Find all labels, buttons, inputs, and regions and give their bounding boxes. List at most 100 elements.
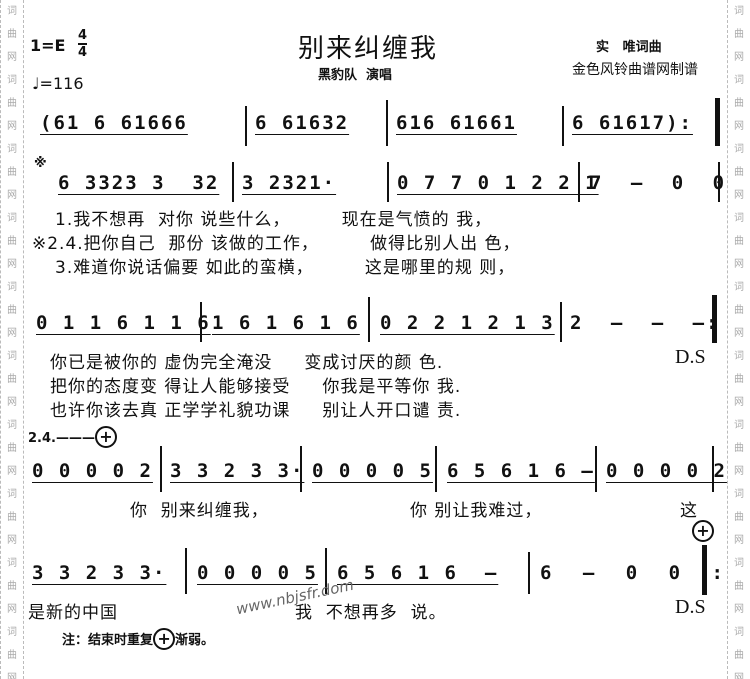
measure: 0 2 2 1 2 1 3 — [380, 312, 555, 334]
segno-mark: ※ — [34, 156, 47, 171]
measure: 616 61661 — [396, 112, 517, 134]
watermark-char: 词 — [7, 351, 17, 362]
lyric-line: 1.我不想再 对你 说些什么， 现在是气愤的 我， — [55, 210, 493, 230]
watermark-char: 网 — [7, 52, 17, 63]
ending-bracket: 2.4.———+ — [28, 426, 117, 448]
watermark-char: 词 — [734, 351, 744, 362]
watermark-char: 曲 — [7, 581, 17, 592]
watermark-char: 词 — [734, 75, 744, 86]
watermark-char: 词 — [734, 282, 744, 293]
lyric-line: 这 — [680, 501, 698, 521]
maker: 金色风铃曲谱网制谱 — [572, 62, 698, 78]
watermark-left: 词曲网词曲网词曲网词曲网词曲网词曲网词曲网词曲网词曲网词曲网 — [0, 0, 24, 679]
key-signature: 1=E — [30, 36, 66, 55]
page-title: 别来纠缠我 — [298, 34, 439, 64]
coda-icon: + — [153, 628, 176, 650]
watermark-char: 曲 — [734, 29, 744, 40]
measure: 6 – 0 0 : — [540, 562, 725, 584]
watermark-char: 网 — [734, 190, 744, 201]
watermark-char: 曲 — [7, 98, 17, 109]
measure: 0 1 1 6 1 1 6 — [36, 312, 211, 334]
watermark-char: 网 — [734, 466, 744, 477]
watermark-char: 网 — [7, 466, 17, 477]
watermark-char: 曲 — [7, 167, 17, 178]
watermark-char: 网 — [734, 121, 744, 132]
measure: 0 0 0 0 5 — [197, 562, 318, 584]
watermark-char: 网 — [734, 52, 744, 63]
measure: 6 5 6 1 6 – — [447, 460, 595, 482]
watermark-char: 曲 — [7, 512, 17, 523]
watermark-char: 网 — [734, 397, 744, 408]
measure: 6 3323 3 32 — [58, 172, 220, 194]
watermark-char: 词 — [734, 627, 744, 638]
watermark-char: 网 — [734, 673, 744, 679]
watermark-char: 网 — [7, 121, 17, 132]
watermark-char: 网 — [7, 190, 17, 201]
watermark-char: 曲 — [734, 512, 744, 523]
lyric-line: 3.难道你说话偏要 如此的蛮横， 这是哪里的规 则， — [55, 258, 516, 278]
measure: 2 – – –: — [570, 312, 720, 334]
measure: 0 0 0 0 2 — [606, 460, 727, 482]
watermark-char: 曲 — [734, 236, 744, 247]
watermark-char: 词 — [734, 6, 744, 17]
watermark-char: 网 — [7, 397, 17, 408]
watermark-char: 词 — [734, 558, 744, 569]
measure: 3 2321· — [242, 172, 337, 194]
watermark-char: 网 — [734, 604, 744, 615]
watermark-char: 词 — [7, 627, 17, 638]
watermark-char: 词 — [7, 282, 17, 293]
lyric-line: 把你的态度变 得让人能够接受 你我是平等你 我. — [50, 377, 462, 397]
lyric-line: 你 别来纠缠我， — [130, 501, 269, 521]
watermark-char: 词 — [7, 489, 17, 500]
watermark-char: 曲 — [7, 305, 17, 316]
watermark-char: 网 — [7, 535, 17, 546]
lyric-line: 我 不想再多 说。 — [295, 603, 447, 623]
watermark-char: 网 — [734, 259, 744, 270]
measure: 6 61632 — [255, 112, 350, 134]
watermark-char: 曲 — [734, 167, 744, 178]
lyric-line: 你已是被你的 虚伪完全淹没 变成讨厌的颜 色. — [50, 353, 444, 373]
lyric-line: 也许你该去真 正学学礼貌功课 别让人开口谴 责. — [50, 401, 462, 421]
watermark-char: 曲 — [7, 29, 17, 40]
watermark-char: 曲 — [734, 650, 744, 661]
watermark-char: 词 — [7, 6, 17, 17]
measure: (61 6 61666 — [40, 112, 188, 134]
watermark-char: 词 — [7, 213, 17, 224]
measure: 3 3 2 3 3· — [32, 562, 167, 584]
watermark-char: 网 — [7, 328, 17, 339]
credits: 实 唯词曲 — [596, 40, 662, 55]
watermark-char: 词 — [7, 75, 17, 86]
watermark-char: 词 — [7, 420, 17, 431]
watermark-char: 曲 — [7, 443, 17, 454]
lyric-line: 你 别让我难过， — [410, 501, 543, 521]
watermark-char: 曲 — [7, 374, 17, 385]
watermark-char: 网 — [7, 604, 17, 615]
measure: 0 0 0 0 2 — [32, 460, 153, 482]
watermark-char: 词 — [734, 420, 744, 431]
coda-icon: + — [94, 426, 117, 448]
watermark-char: 词 — [734, 144, 744, 155]
dal-segno: D.S — [675, 346, 706, 368]
measure: 1 6 1 6 1 6 — [212, 312, 360, 334]
watermark-char: 网 — [7, 259, 17, 270]
watermark-char: 曲 — [734, 581, 744, 592]
lyric-line: 是新的中国 — [28, 603, 118, 623]
watermark-char: 曲 — [734, 98, 744, 109]
watermark-char: 词 — [734, 213, 744, 224]
dal-segno: D.S — [675, 596, 706, 618]
measure: 6 61617): — [572, 112, 693, 134]
watermark-char: 曲 — [734, 374, 744, 385]
lyric-line: ※2.4.把你自己 那份 该做的工作， 做得比别人出 色， — [32, 234, 521, 254]
watermark-char: 词 — [7, 144, 17, 155]
singer: 黑豹队 演唱 — [318, 68, 393, 83]
watermark-char: 网 — [734, 328, 744, 339]
measure: 3 3 2 3 3· — [170, 460, 305, 482]
watermark-char: 曲 — [7, 650, 17, 661]
watermark-char: 词 — [734, 489, 744, 500]
coda-icon: + — [692, 520, 714, 542]
measure: 0 7 7 0 1 2 2 1 — [397, 172, 599, 194]
watermark-char: 曲 — [7, 236, 17, 247]
tempo: ♩=116 — [32, 74, 84, 93]
